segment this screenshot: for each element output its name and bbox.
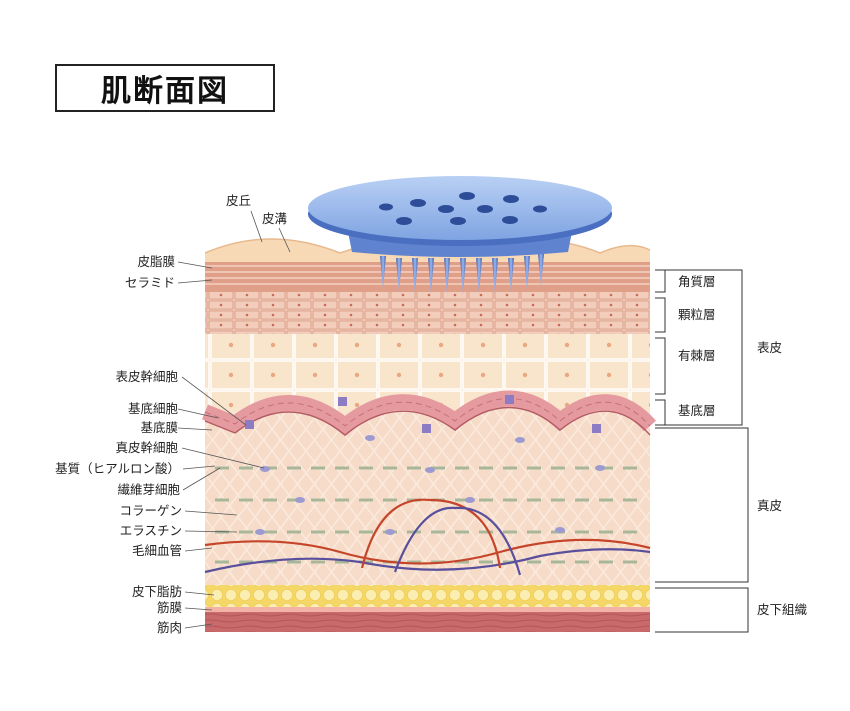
label-stratum-spinosum: 有棘層 [678,348,716,363]
label-ceramide: セラミド [124,275,175,290]
capillary-purple [204,548,651,574]
epidermal-stem-cell [505,395,514,404]
label-collagen: コラーゲン [119,503,182,518]
label-ground-substance: 基質（ヒアルロン酸） [55,461,180,476]
subcutaneous-fat-layer [205,585,650,607]
epidermal-stem-cell [338,397,347,406]
basal-layer-outline [204,398,651,427]
muscle-layer [205,612,650,632]
label-stratum-granulosum: 顆粒層 [678,307,716,322]
label-muscle: 筋肉 [156,620,182,635]
stratum-corneum-cells [205,265,650,285]
microneedle-roller-icon [308,176,612,294]
label-dermis: 真皮 [757,498,783,513]
label-stratum-basale: 基底層 [678,403,716,418]
granular-layer [205,292,650,334]
capillary-red [204,538,651,565]
label-epidermal-stem-cell: 表皮幹細胞 [115,369,178,384]
label-basal-cell: 基底細胞 [127,401,178,416]
fibroblast-cells [255,435,605,535]
label-dermal-stem-cell: 真皮幹細胞 [115,440,178,455]
label-basement-membrane: 基底膜 [140,420,178,435]
label-elastin: エラスチン [119,523,182,538]
capillary-loop-purple [393,506,522,576]
leader-lines-left [177,210,291,629]
label-fibroblast: 繊維芽細胞 [117,482,180,497]
epidermal-stem-cell [592,424,601,433]
label-hikou: 皮溝 [262,211,288,226]
label-capillary: 毛細血管 [131,543,182,558]
dermis-layer [205,402,650,585]
layer-brackets [655,269,749,633]
fascia-layer [205,607,650,612]
epidermal-stem-cell [245,420,254,429]
page-title: 肌断面図 [101,74,229,109]
label-subcutaneous-tissue: 皮下組織 [757,602,808,617]
label-subcutaneous-fat: 皮下脂肪 [131,584,182,599]
basement-membrane-line [204,406,651,436]
epidermal-stem-cell [422,424,431,433]
capillary-loop-red [360,498,502,569]
label-epidermis: 表皮 [757,340,783,355]
label-hikyu: 皮丘 [226,193,252,208]
title-box: 肌断面図 [55,64,275,112]
label-stratum-corneum: 角質層 [678,274,716,289]
label-hishimaku: 皮脂膜 [137,254,175,269]
label-fascia: 筋膜 [156,600,182,615]
